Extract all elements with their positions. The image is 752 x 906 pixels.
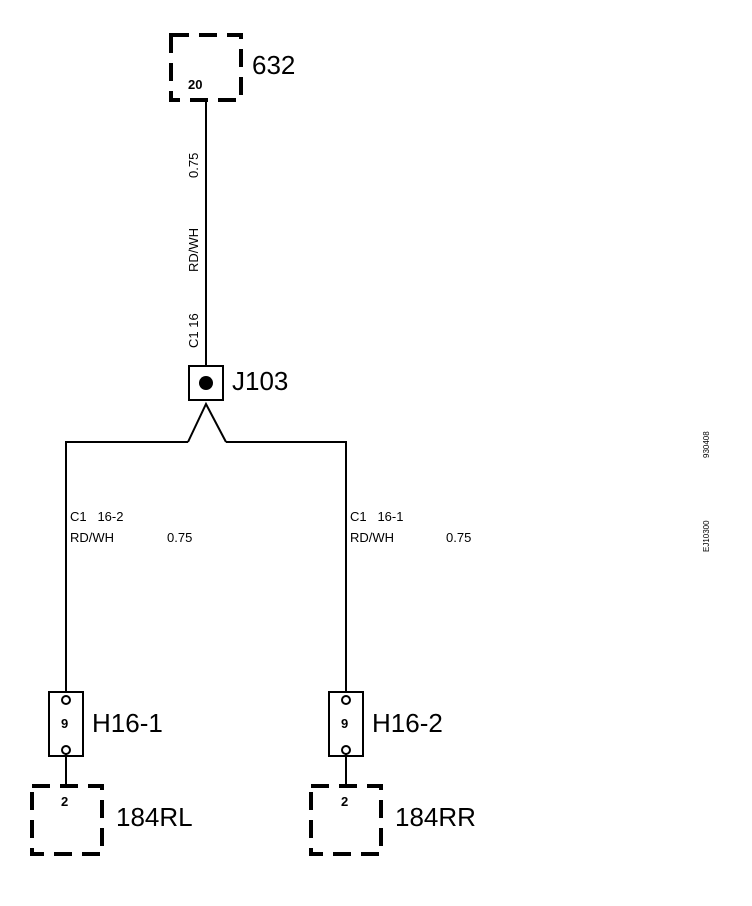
device-184rr-pin: 2 (341, 794, 348, 809)
right-branch-wire (226, 441, 347, 694)
component-632-label: 632 (252, 50, 295, 80)
connector-h16-1-pin-top (61, 695, 71, 705)
device-184rr-label: 184RR (395, 802, 476, 832)
left-wire-color: RD/WH (70, 530, 114, 545)
connector-h16-1-pin-bottom (61, 745, 71, 755)
left-wire-gauge: 0.75 (167, 530, 192, 545)
junction-j103-label: J103 (232, 366, 288, 396)
component-632-pin: 20 (188, 77, 202, 92)
device-184rl-label: 184RL (116, 802, 193, 832)
connector-h16-2-label: H16-2 (372, 708, 443, 738)
left-wire-circuit: C1 16-2 (70, 509, 123, 524)
connector-h16-1-pin: 9 (61, 716, 68, 731)
connector-h16-2-pin-top (341, 695, 351, 705)
branch-split (187, 401, 227, 443)
trunk-wire-gauge: 0.75 (186, 153, 201, 178)
device-184rl-pin: 2 (61, 794, 68, 809)
device-184rr-outline (309, 784, 383, 856)
device-184rl-outline (30, 784, 104, 856)
right-wire-color: RD/WH (350, 530, 394, 545)
component-632-outline (169, 33, 243, 102)
right-wire-gauge: 0.75 (446, 530, 471, 545)
junction-j103-dot (199, 376, 213, 390)
side-code-1: 930408 (702, 431, 711, 458)
connector-h16-2-pin: 9 (341, 716, 348, 731)
trunk-wire-color: RD/WH (186, 228, 201, 272)
connector-h16-2-pin-bottom (341, 745, 351, 755)
side-code-2: EJ10300 (702, 520, 711, 552)
trunk-wire-labels: 0.75 RD/WH C1 16 (186, 153, 201, 348)
right-wire-circuit: C1 16-1 (350, 509, 403, 524)
connector-h16-1-label: H16-1 (92, 708, 163, 738)
trunk-wire-circuit: C1 16 (186, 313, 201, 348)
left-branch-wire (65, 441, 188, 694)
